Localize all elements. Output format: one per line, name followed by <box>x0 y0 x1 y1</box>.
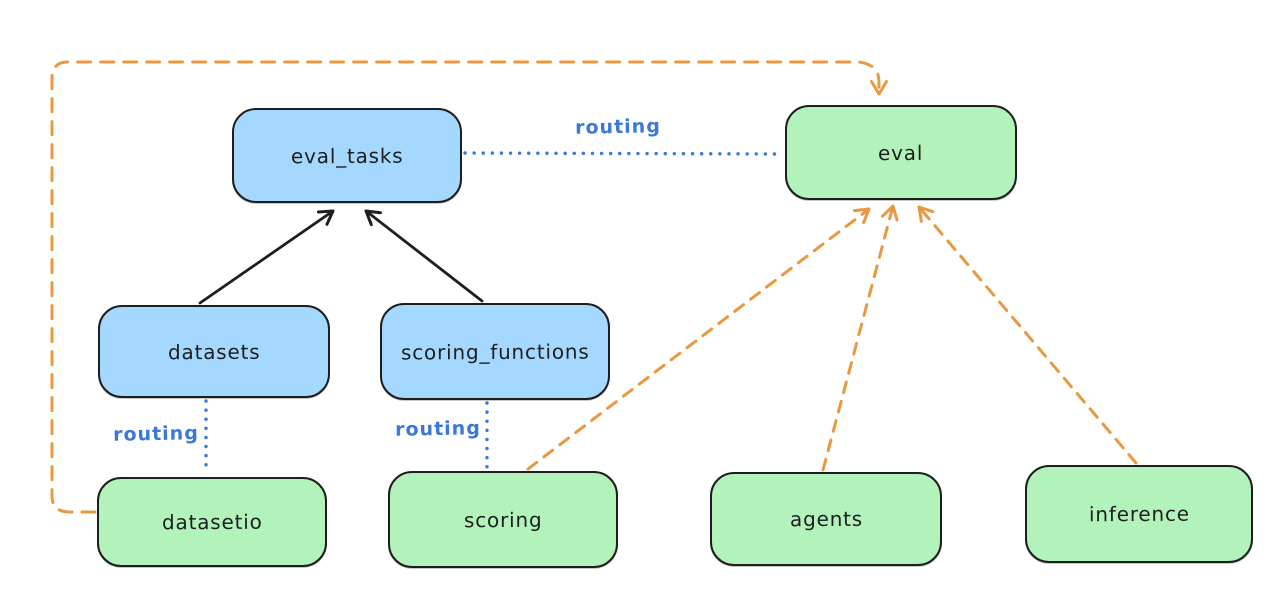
node-scoring-functions-label: scoring_functions <box>400 339 590 364</box>
node-inference: inference <box>1025 465 1253 563</box>
edge-inference-to-eval <box>917 205 1138 465</box>
routing-label-scoring-functions-scoring: routing <box>394 417 482 441</box>
node-eval-label: eval <box>878 140 924 165</box>
edge-datasets-to-eval-tasks <box>198 209 335 305</box>
routing-label-eval-tasks-eval: routing <box>574 115 662 139</box>
node-datasets: datasets <box>98 305 330 398</box>
node-datasetio: datasetio <box>97 477 327 567</box>
node-scoring-label: scoring <box>463 507 543 532</box>
edge-eval-tasks-to-eval <box>463 151 784 156</box>
node-scoring: scoring <box>388 471 618 568</box>
node-inference-label: inference <box>1088 501 1190 527</box>
node-agents-label: agents <box>789 506 863 532</box>
node-agents: agents <box>710 472 942 566</box>
routing-label-datasets-datasetio: routing <box>112 422 200 446</box>
edge-scoring-functions-to-eval-tasks <box>364 209 484 303</box>
node-eval-tasks: eval_tasks <box>232 108 462 203</box>
node-eval-tasks-label: eval_tasks <box>290 143 404 168</box>
node-scoring-functions: scoring_functions <box>380 303 610 400</box>
node-datasets-label: datasets <box>167 339 261 364</box>
node-eval: eval <box>785 105 1017 200</box>
node-datasetio-label: datasetio <box>161 509 263 535</box>
edge-agents-to-eval <box>821 204 899 472</box>
